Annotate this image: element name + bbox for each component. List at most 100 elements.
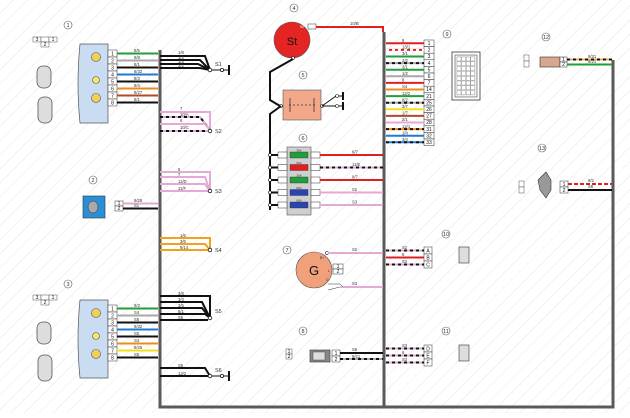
pin-label: 2 (111, 59, 114, 65)
svg-text:3/6: 3/6 (180, 239, 186, 244)
svg-text:5: 5 (301, 73, 304, 79)
wire-label: 3/1 (402, 51, 408, 56)
svg-text:1/3: 1/3 (178, 55, 184, 60)
bulb-icon (92, 332, 100, 340)
ecu-connector-face-icon (451, 51, 481, 101)
wire-label: S2 (402, 259, 408, 264)
svg-text:2: 2 (44, 300, 47, 306)
component-12-sensor[interactable]: 12 1 2 9/31 9/21 (523, 32, 612, 68)
component-2-motor[interactable]: 2 1 2 9/28 S1 (82, 175, 158, 219)
wire-label: S2 (352, 187, 358, 192)
pin-label: 6 (111, 342, 114, 348)
bulb-icon (91, 52, 101, 62)
svg-text:6: 6 (301, 136, 304, 142)
svg-text:S3: S3 (215, 189, 222, 195)
splice-S5[interactable]: 3/8 3/3 3/5 8/1 S6 S5 (160, 291, 222, 321)
component-4-starter[interactable]: 4 St 50 10/B (269, 3, 384, 107)
connector-plug-icon (37, 354, 53, 382)
splice-S6[interactable]: S5 13/2 S6 (160, 363, 230, 381)
pin-label: 8 (111, 101, 114, 107)
svg-text:7: 7 (180, 106, 183, 111)
svg-text:7: 7 (285, 248, 288, 254)
svg-text:1: 1 (335, 351, 338, 357)
pin-label: 4 (111, 328, 114, 334)
svg-text:S3: S3 (352, 281, 358, 286)
pin-label: 5 (111, 335, 114, 341)
svg-text:1: 1 (52, 37, 55, 43)
bulb-icon (91, 93, 101, 103)
svg-text:5: 5 (428, 67, 431, 73)
wire-label: 3/7 (402, 104, 408, 109)
svg-text:6: 6 (428, 74, 431, 80)
bulb-icon (91, 308, 101, 318)
component-13-horn[interactable]: 13 1 2 9/2 S6 (518, 143, 612, 199)
wire-label: 3/4 (402, 137, 408, 142)
svg-text:S5: S5 (215, 309, 222, 315)
harness (158, 32, 615, 409)
component-9-ecu-connector[interactable]: 9 18213/133/142/253/161/27814S42112/2258… (386, 29, 481, 146)
svg-text:8: 8 (301, 329, 304, 335)
callout-1 (63, 20, 73, 30)
connector-face-icon: 3 2 1 (32, 36, 58, 124)
pin-label: 5 (111, 80, 114, 86)
svg-text:3/5: 3/5 (178, 303, 184, 308)
fuse (289, 176, 309, 184)
connector-plug-icon (36, 65, 52, 89)
wire-label: 9/7 (352, 150, 358, 155)
wire-label: 1/7 (402, 111, 408, 116)
svg-text:2/2: 2/2 (178, 63, 184, 68)
connector-plug-icon (36, 321, 52, 345)
svg-text:3: 3 (428, 54, 431, 60)
svg-text:S2: S2 (352, 247, 358, 252)
wire-label: 2/1 (402, 117, 408, 122)
component-5-battery[interactable]: 5 (269, 70, 344, 210)
svg-text:28: 28 (426, 120, 432, 126)
svg-text:9/21: 9/21 (588, 59, 597, 64)
svg-text:S6: S6 (178, 315, 184, 320)
svg-text:9/2: 9/2 (588, 178, 594, 183)
svg-text:33: 33 (426, 140, 432, 146)
fuse (289, 189, 309, 196)
bulb-icon (91, 349, 101, 359)
svg-text:S1: S1 (215, 62, 222, 68)
wire-label: 8/8 (134, 55, 140, 60)
wire-label: 8/32 (134, 69, 143, 74)
connector-face-icon: 3 2 1 (32, 294, 58, 382)
harness-right-trunk (384, 60, 615, 409)
wire-label: S4 (134, 338, 140, 343)
svg-text:10/B: 10/B (350, 21, 359, 26)
svg-text:1: 1 (288, 349, 291, 355)
splice-S1[interactable]: 1/8 1/3 1/5 2/2 S1 (160, 50, 230, 75)
svg-text:G: G (309, 263, 319, 278)
svg-text:S2: S2 (215, 129, 222, 135)
svg-text:2: 2 (288, 354, 291, 360)
svg-text:10/A: 10/A (180, 112, 189, 117)
fuse (289, 151, 309, 159)
splice-S3[interactable]: 6 7 11/D 11/F S3 (160, 167, 222, 195)
splice-S4[interactable]: 1/6 3/6 9/14 S4 (160, 233, 222, 254)
fuse (289, 201, 309, 209)
pin-label: 4 (111, 73, 114, 79)
wire-label: 8 (402, 78, 405, 83)
component-7-alternator[interactable]: 7 G B+ L D 1 2 S2 S3 (282, 245, 383, 291)
svg-text:1: 1 (428, 41, 431, 47)
svg-text:2: 2 (562, 62, 565, 68)
wire-label: 8/3 (134, 76, 140, 81)
component-8-switch[interactable]: 8 1 2 1 2 S5 9/21 (285, 326, 383, 363)
wire-label: 2/2 (402, 58, 408, 63)
svg-text:E: E (426, 353, 430, 359)
svg-text:8/1: 8/1 (178, 309, 184, 314)
splice-S2[interactable]: 7 10/A 6 10/C S2 (160, 106, 222, 135)
harness-left-trunk (158, 32, 386, 409)
svg-text:1/8: 1/8 (178, 50, 184, 55)
svg-text:30A: 30A (296, 173, 301, 177)
pin-label: 1 (111, 52, 114, 58)
svg-text:32: 32 (426, 133, 432, 139)
svg-text:3/3: 3/3 (178, 297, 184, 302)
